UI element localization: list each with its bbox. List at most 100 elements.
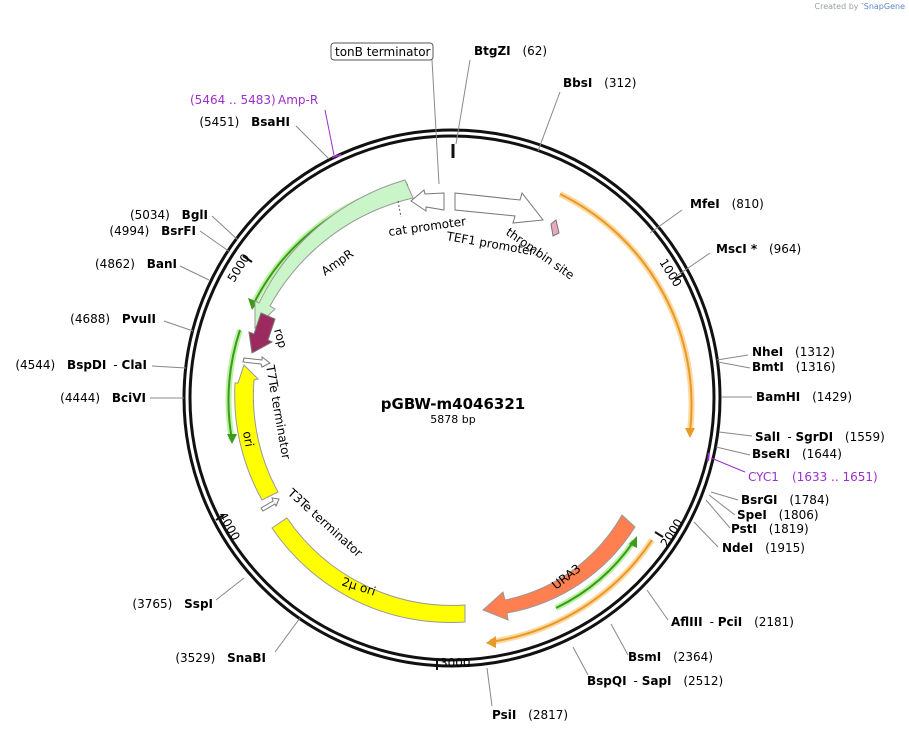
tick-label-2000: 2000 [658, 516, 686, 549]
site-name-bgli: BglI [182, 208, 208, 222]
site-pos-bseri: (1644) [802, 447, 842, 461]
site-label-bspqi: BspQI- SapI (2512) [587, 674, 723, 688]
site-label-bseri: BseRI (1644) [752, 447, 842, 461]
tick-2000-mark [654, 531, 664, 538]
site-name-bsmi: BsmI [628, 650, 661, 664]
tonb-terminator-box [330, 42, 434, 61]
feature-t3te-terminator [260, 497, 280, 512]
site-pos-bspqi: (2512) [683, 674, 723, 688]
site-label-mfei: MfeI (810) [690, 197, 764, 211]
leader-bgli [211, 215, 239, 241]
site-label-bbsi: BbsI (312) [563, 76, 636, 90]
site-label-nhei: NheI (1312) [752, 345, 835, 359]
snapgene-logo-icon: ˹ [861, 2, 864, 11]
site-pos-bsahi: (5451) [199, 115, 239, 129]
site-name-nhei: NheI [752, 345, 783, 359]
primer-arc-orange-bottom-line [489, 539, 653, 643]
site-label-bsmi: BsmI (2364) [628, 650, 713, 664]
leader-bspqi [572, 646, 589, 676]
site-pos-btgzi: (62) [522, 44, 547, 58]
tick-label-4000: 4000 [215, 510, 242, 543]
leader-mfei [649, 209, 683, 234]
site-name-psii: PsiI [492, 708, 516, 722]
feature-thrombin-site [550, 219, 560, 237]
site-pos-bspdi: (4544) [15, 358, 55, 372]
primer-arc-green-bottom-line [555, 540, 635, 609]
tick-4000-mark [215, 514, 225, 521]
site-label-sali: SalI- SgrDI (1559) [755, 430, 885, 444]
primer-arc-orange-right-head [685, 428, 695, 438]
leader-pvuii [163, 320, 194, 332]
site-name-sspi: SspI [184, 597, 213, 611]
site-pos-afliii: (2181) [754, 615, 794, 629]
label-ampr: AmpR [319, 246, 356, 278]
site-name-bsrfi: BsrFI [161, 224, 196, 238]
site-pos-psii: (2817) [528, 708, 568, 722]
site-label-bgli: (5034) BglI [130, 208, 208, 222]
amp-r-leader [324, 109, 335, 156]
leader-afliii [646, 589, 669, 621]
site-pos-ndei: (1915) [765, 541, 805, 555]
feature-cat-promoter [410, 189, 445, 212]
site-name-sali: SalI [755, 430, 780, 444]
site-name-bmti: BmtI [752, 360, 784, 374]
site-label-afliii: AflIII- PciI (2181) [671, 615, 794, 629]
site-pos-bani: (4862) [95, 257, 135, 271]
site-leaders [150, 59, 753, 707]
tick-label-5000: 5000 [225, 251, 253, 284]
site-pos-bamhi: (1429) [812, 390, 852, 404]
tick-1000-mark [674, 274, 684, 280]
site-name-pcii: PciI [718, 615, 743, 629]
plasmid-length: 5878 bp [430, 413, 475, 426]
site-label-bsrfi: (4994) BsrFI [109, 224, 196, 238]
leader-psti [705, 499, 731, 529]
primer-arc-green-bottom-head [629, 536, 637, 548]
site-name-mfei: MfeI [690, 197, 720, 211]
site-label-bamhi: BamHI (1429) [756, 390, 852, 404]
site-name-bani: BanI [147, 257, 177, 271]
leader-btgzi [455, 59, 471, 145]
site-pos-bsmi: (2364) [673, 650, 713, 664]
site-pos-bcivi: (4444) [60, 391, 100, 405]
site-pos-bgli: (5034) [130, 208, 170, 222]
leader-bsrfi [199, 230, 231, 253]
leader-ndei [693, 521, 719, 548]
ampr-dotted-divider [397, 200, 402, 218]
leader-bani [179, 265, 210, 281]
site-label-psti: PstI (1819) [731, 522, 809, 536]
leader-bsrgi [710, 491, 739, 501]
cyc1-leader [710, 457, 746, 473]
label-t7te-terminator: T7Te terminator [263, 363, 294, 460]
tick-label-3000: 3000 [440, 656, 471, 670]
leader-bbsi [537, 91, 561, 152]
site-name-bcivi: BciVI [112, 391, 146, 405]
feature-tef1-promoter [454, 191, 544, 224]
leader-bspdi [151, 365, 187, 369]
site-name-bsahi: BsaHI [251, 115, 290, 129]
site-pos-sali: (1559) [845, 430, 885, 444]
leader-spei [708, 494, 736, 516]
site-name-ndei: NdeI [722, 541, 753, 555]
site-name-bamhi: BamHI [756, 390, 800, 404]
site-name-snabi: SnaBI [227, 651, 266, 665]
leader-sali [718, 431, 753, 437]
feature-t7te-terminator [242, 356, 271, 368]
leader-snabi [274, 617, 301, 653]
feature-ori [234, 364, 279, 501]
plasmid-name: pGBW-m4046321 [381, 395, 525, 413]
tick-5000-mark [242, 255, 253, 263]
leader-bmti [717, 361, 751, 369]
site-label-ndei: NdeI (1915) [722, 541, 805, 555]
site-label-msci: MscI * (964) [716, 242, 801, 256]
site-pos-msci: (964) [769, 242, 801, 256]
site-pos-mfei: (810) [732, 197, 764, 211]
snapgene-credit: Created by ˹SnapGene [815, 2, 905, 11]
site-name-spei: SpeI [737, 508, 767, 522]
primer-arc-green-left-head [227, 434, 237, 444]
amp-r-marker [331, 154, 342, 158]
site-label-bsahi: (5451) BsaHI [199, 115, 290, 129]
site-label-bsrgi: BsrGI (1784) [741, 493, 829, 507]
site-pos-pvuii: (4688) [70, 312, 110, 326]
site-label-sspi: (3765) SspI [132, 597, 213, 611]
feature-range-cyc1: (1633 .. 1651) [792, 470, 878, 484]
